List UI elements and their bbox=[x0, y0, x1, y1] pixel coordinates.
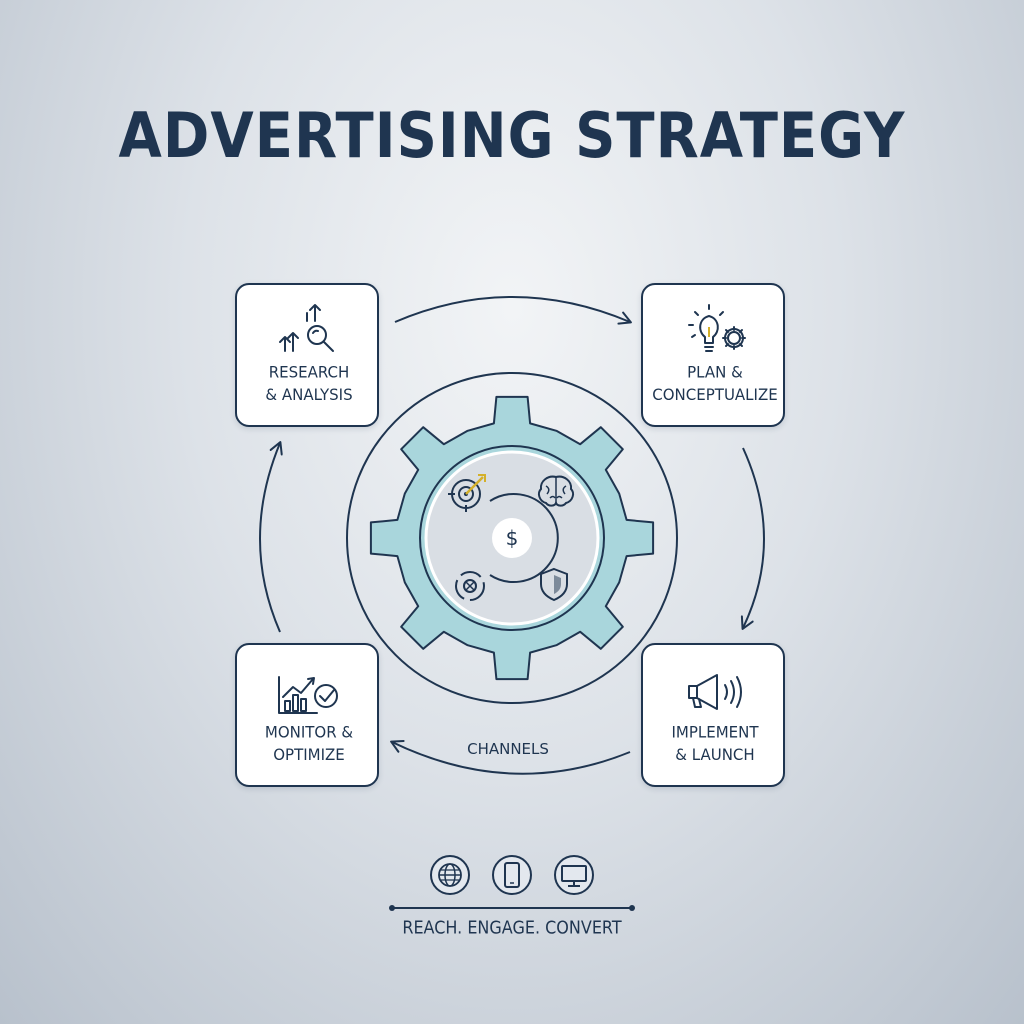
step-label-implement: IMPLEMENT & LAUNCH bbox=[671, 723, 759, 764]
arrow-plan-to-implement bbox=[740, 447, 765, 630]
central-gear: $ bbox=[369, 395, 655, 681]
page-title: ADVERTISING STRATEGY bbox=[118, 100, 906, 173]
chart-check-icon bbox=[278, 676, 338, 714]
globe-icon bbox=[430, 855, 470, 895]
step-card-plan: PLAN & CONCEPTUALIZE bbox=[641, 283, 785, 427]
channels-label: CHANNELS bbox=[467, 740, 549, 758]
target-icon bbox=[448, 474, 486, 512]
dollar-icon: $ bbox=[492, 518, 532, 558]
arrow-implement-to-monitor bbox=[390, 739, 631, 775]
cycle-icon bbox=[455, 571, 485, 601]
step-label-plan: PLAN & CONCEPTUALIZE bbox=[652, 363, 778, 404]
step-card-research: RESEARCH & ANALYSIS bbox=[235, 283, 379, 427]
research-magnifier-icon bbox=[279, 304, 334, 352]
step-card-monitor: MONITOR & OPTIMIZE bbox=[235, 643, 379, 787]
outer-ring bbox=[346, 372, 678, 704]
lightbulb-gear-icon bbox=[688, 304, 746, 352]
tagline: REACH. ENGAGE. CONVERT bbox=[402, 917, 622, 938]
shield-icon bbox=[540, 567, 568, 602]
step-label-research: RESEARCH & ANALYSIS bbox=[265, 363, 353, 404]
smartphone-icon bbox=[492, 855, 532, 895]
step-label-monitor: MONITOR & OPTIMIZE bbox=[264, 723, 354, 764]
svg-text:$: $ bbox=[506, 526, 519, 550]
monitor-icon bbox=[554, 855, 594, 895]
step-card-implement: IMPLEMENT & LAUNCH bbox=[641, 643, 785, 787]
arrow-monitor-to-research bbox=[259, 441, 283, 633]
brain-icon bbox=[537, 475, 575, 507]
megaphone-icon bbox=[688, 674, 742, 710]
arrow-research-to-plan bbox=[394, 296, 632, 325]
